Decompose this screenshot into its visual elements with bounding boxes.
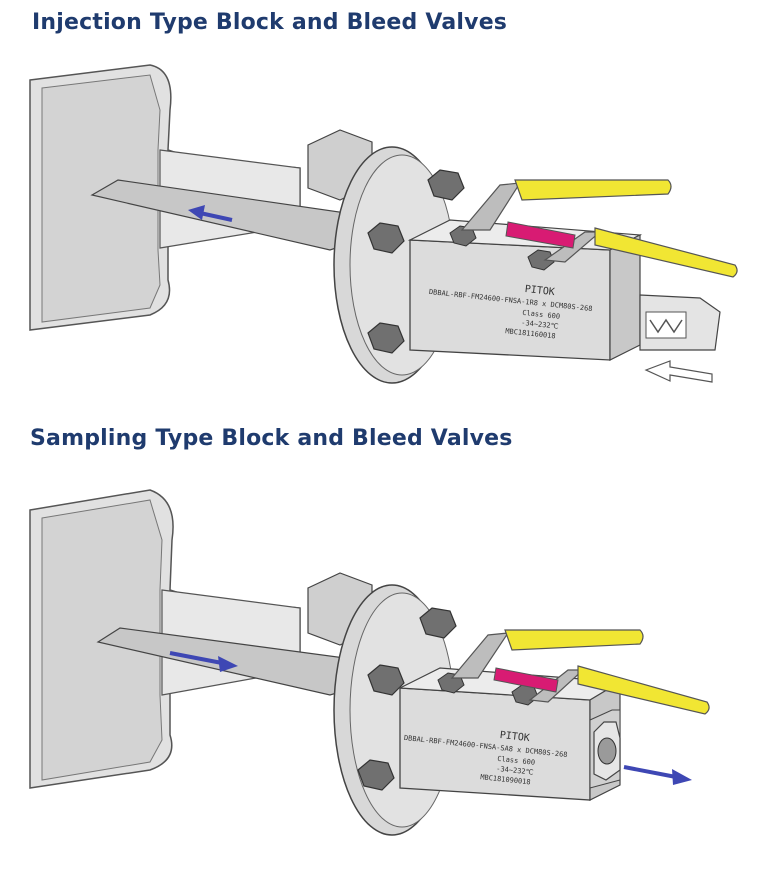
outlet-arrow-right bbox=[623, 765, 692, 785]
yellow-handle bbox=[460, 179, 738, 278]
stamp-line2: Class 600 bbox=[497, 755, 536, 767]
injection-valve-illustration: PITOK DBBAL-RBF-FM24600-FNSA-1R8 x DCM80… bbox=[0, 50, 768, 415]
flange-nut bbox=[367, 169, 465, 354]
flange-nut bbox=[357, 607, 457, 791]
sampling-valve-illustration: PITOK DBBAL-RBF-FM24600-FNSA-SA8 x DCM80… bbox=[0, 470, 768, 870]
check-valve-end bbox=[639, 294, 721, 351]
flow-arrow-right bbox=[169, 651, 238, 672]
stem-nut bbox=[449, 225, 477, 247]
stem-nut bbox=[527, 249, 555, 271]
stamp-brand: PITOK bbox=[524, 284, 555, 298]
inlet-arrow-outline bbox=[644, 360, 713, 383]
injection-title: Injection Type Block and Bleed Valves bbox=[32, 10, 508, 35]
stamp-line2: Class 600 bbox=[522, 309, 561, 321]
outlet-fitting bbox=[589, 709, 621, 789]
pipe-wall-inner bbox=[41, 74, 161, 323]
pink-handle bbox=[493, 667, 559, 693]
pink-handle bbox=[505, 221, 576, 249]
flow-arrow-left bbox=[188, 205, 233, 222]
stamp-brand: PITOK bbox=[499, 730, 530, 744]
stamp-line3: -34~232℃ bbox=[521, 319, 559, 331]
sampling-title: Sampling Type Block and Bleed Valves bbox=[30, 426, 513, 451]
stamp-line3: -34~232℃ bbox=[496, 765, 534, 777]
